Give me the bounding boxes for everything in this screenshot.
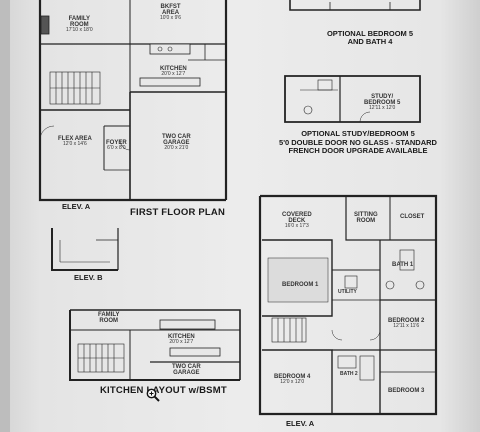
elev-b-label: ELEV. B [74,273,103,282]
optional-study-plan [284,75,421,123]
optional-study-title: OPTIONAL STUDY/BEDROOM 5 5'0 DOUBLE DOOR… [279,129,437,156]
first-floor-plan [38,0,228,202]
elev-a-first-label: ELEV. A [62,202,91,211]
bsmt-garage-label: TWO CAR GARAGE [172,364,201,376]
elev-b-plan [51,228,119,271]
elev-a-second-label: ELEV. A [286,419,315,428]
kitchen-layout-title: KITCHEN LAYOUT w/BSMT [100,385,227,396]
utility-label: UTILITY [338,289,357,295]
magnifier-icon[interactable] [146,388,160,402]
closet-label: CLOSET [400,214,425,220]
bsmt-family-room-label: FAMILY ROOM [98,312,120,324]
bedroom1-label: BEDROOM 1 [282,282,319,288]
sitting-room-label: SITTING ROOM [354,212,378,224]
first-floor-plan-title: FIRST FLOOR PLAN [130,207,226,218]
kitchen-layout-plan [69,309,241,381]
magnifier-icon-glyph [146,388,160,402]
second-floor-plan [258,194,438,416]
bedroom3-label: BEDROOM 3 [388,388,425,394]
optional-bedroom5-plan [289,0,421,11]
screen-edge [0,0,10,432]
bath1-label: BATH 1 [392,262,414,268]
bath2-label: BATH 2 [340,371,358,377]
